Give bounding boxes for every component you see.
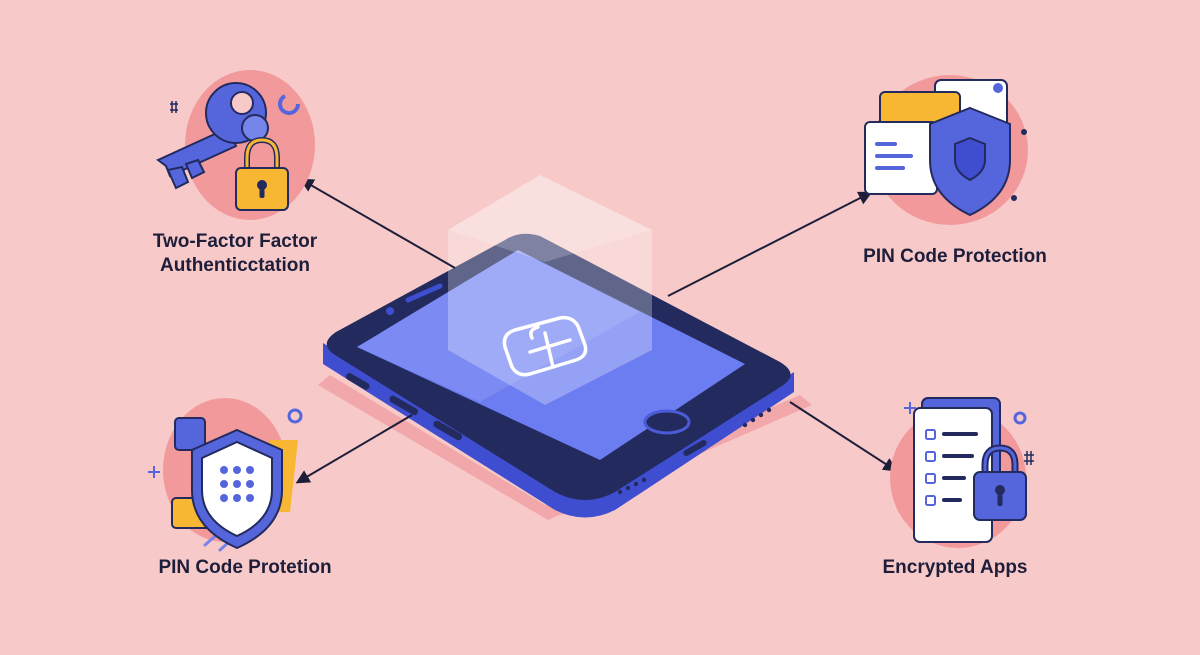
padlock-icon	[973, 444, 1027, 521]
arrow-to-pin-top	[667, 191, 873, 297]
side-button-1	[346, 373, 370, 390]
phone-illustration	[318, 175, 812, 520]
pin-code-illustration-top	[864, 75, 1028, 225]
side-button-3	[433, 420, 463, 441]
label-two-factor-line2: Authenticctation	[160, 255, 310, 276]
pin-code-illustration-bottom	[148, 398, 303, 552]
padlock-icon	[235, 136, 289, 211]
label-pin-code-protection: PIN Code Protection	[863, 246, 1047, 267]
phone-camera	[386, 307, 394, 315]
two-factor-illustration	[156, 70, 315, 220]
arrow-to-encrypted	[789, 401, 898, 472]
hologram-hexagon-top	[448, 175, 652, 262]
checklist-icon	[913, 397, 1001, 543]
shield-keypad-icon	[191, 428, 283, 550]
label-two-factor-line1: Two-Factor Factor	[152, 231, 318, 252]
phone-speaker	[405, 283, 443, 303]
arrow-to-two-factor	[299, 178, 456, 269]
label-pin-code-protetion: PIN Code Protetion	[158, 557, 332, 578]
label-encrypted-apps: Encrypted Apps	[882, 557, 1028, 578]
phone-bottom-dots	[617, 407, 772, 495]
label-two-factor: Two-Factor Factor Authenticctation	[120, 230, 350, 278]
key-icon	[156, 82, 269, 190]
phone-screen-glare	[357, 250, 640, 402]
hologram-hexagon	[448, 175, 652, 405]
decoration-top-left	[170, 94, 301, 116]
connector-arrows	[295, 178, 898, 484]
arrow-to-pin-bottom	[295, 414, 413, 484]
side-button-2	[389, 395, 419, 416]
phone-shadow	[318, 375, 812, 520]
encrypted-apps-illustration	[890, 397, 1034, 548]
decoration-bottom-right	[904, 402, 1034, 465]
phone-port	[683, 440, 707, 456]
home-button[interactable]	[643, 409, 691, 435]
shield-icon	[929, 106, 1011, 217]
decoration-top-right	[993, 83, 1027, 201]
decoration-bottom-left	[148, 408, 303, 478]
plus-badge-icon	[502, 315, 588, 377]
